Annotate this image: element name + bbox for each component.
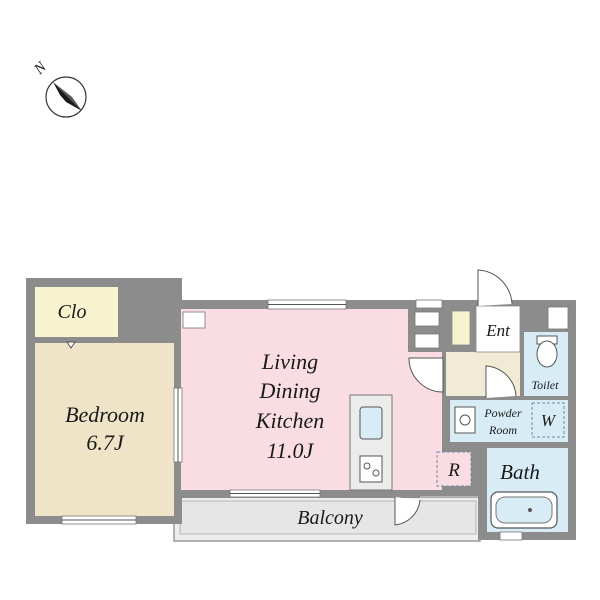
bath-label: Bath [500,460,540,484]
north-arrow-shade [53,82,82,111]
powder-label-2: Room [488,423,517,437]
refrigerator-spot [436,451,472,487]
bathtub-icon [490,491,558,529]
compass: N [31,59,87,118]
closet-door-marker [66,341,76,349]
bedroom-size: 6.7J [86,430,125,455]
powder-label-1: Powder [483,406,522,420]
bath-window [499,531,523,541]
shoe-box [451,310,471,346]
niche-3 [414,333,440,349]
ldk-door [408,357,444,393]
doors [66,269,517,526]
bedroom-label: Bedroom [65,402,145,427]
closet-label: Clo [58,301,87,323]
washbasin-icon [454,406,476,434]
entrance-label: Ent [485,321,511,340]
powder-door [485,365,517,398]
burner-icon-2 [372,469,380,477]
toilet-icon [536,335,558,368]
kitchen-counter [349,394,393,491]
bedroom [35,343,174,516]
niche-1 [182,311,206,329]
closet [35,287,118,337]
genkan [475,305,521,353]
washer-spot [531,402,565,438]
toilet-label: Toilet [532,378,560,392]
burner-icon [363,462,371,470]
entrance-door [477,269,513,306]
core-window-2 [547,306,569,330]
ldk-size: 11.0J [267,438,315,463]
core-window-1 [415,299,443,309]
sink-icon [359,406,383,440]
stove-icon [359,455,383,483]
refrigerator-label: R [447,460,460,481]
balcony-door [394,497,421,526]
balcony-label: Balcony [297,507,363,529]
north-label: N [31,59,51,79]
niche-2 [414,311,440,327]
ldk-label-dining: Dining [258,378,320,403]
washer-label: W [541,411,557,430]
ldk-label-living: Living [261,349,318,374]
ldk-label-kitchen: Kitchen [255,408,324,433]
windows [61,299,569,541]
